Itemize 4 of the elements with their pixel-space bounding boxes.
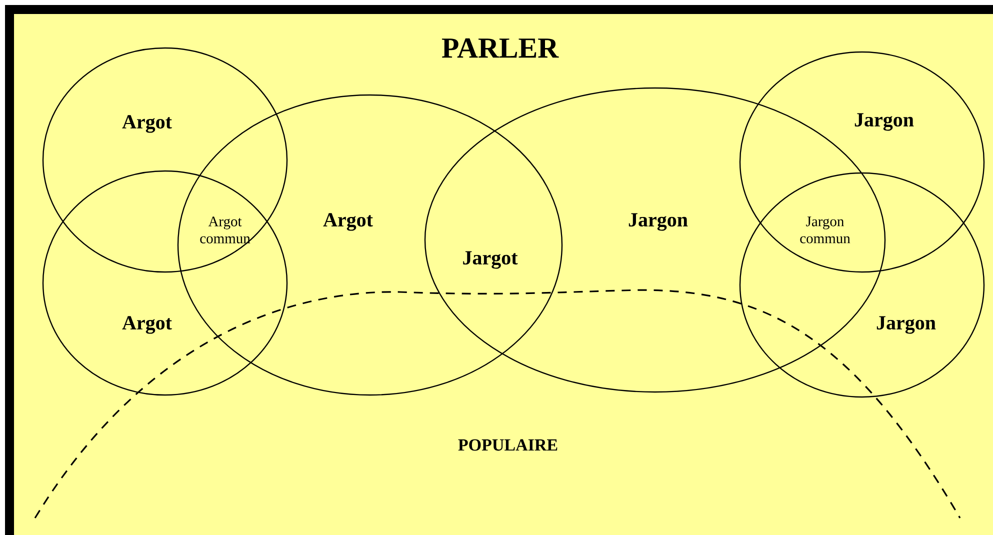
region-label: Argot commun xyxy=(200,216,250,244)
region-label: Jargot xyxy=(463,251,518,269)
region-label: Jargon commun xyxy=(800,216,850,244)
region-label: POPULAIRE xyxy=(458,439,558,451)
